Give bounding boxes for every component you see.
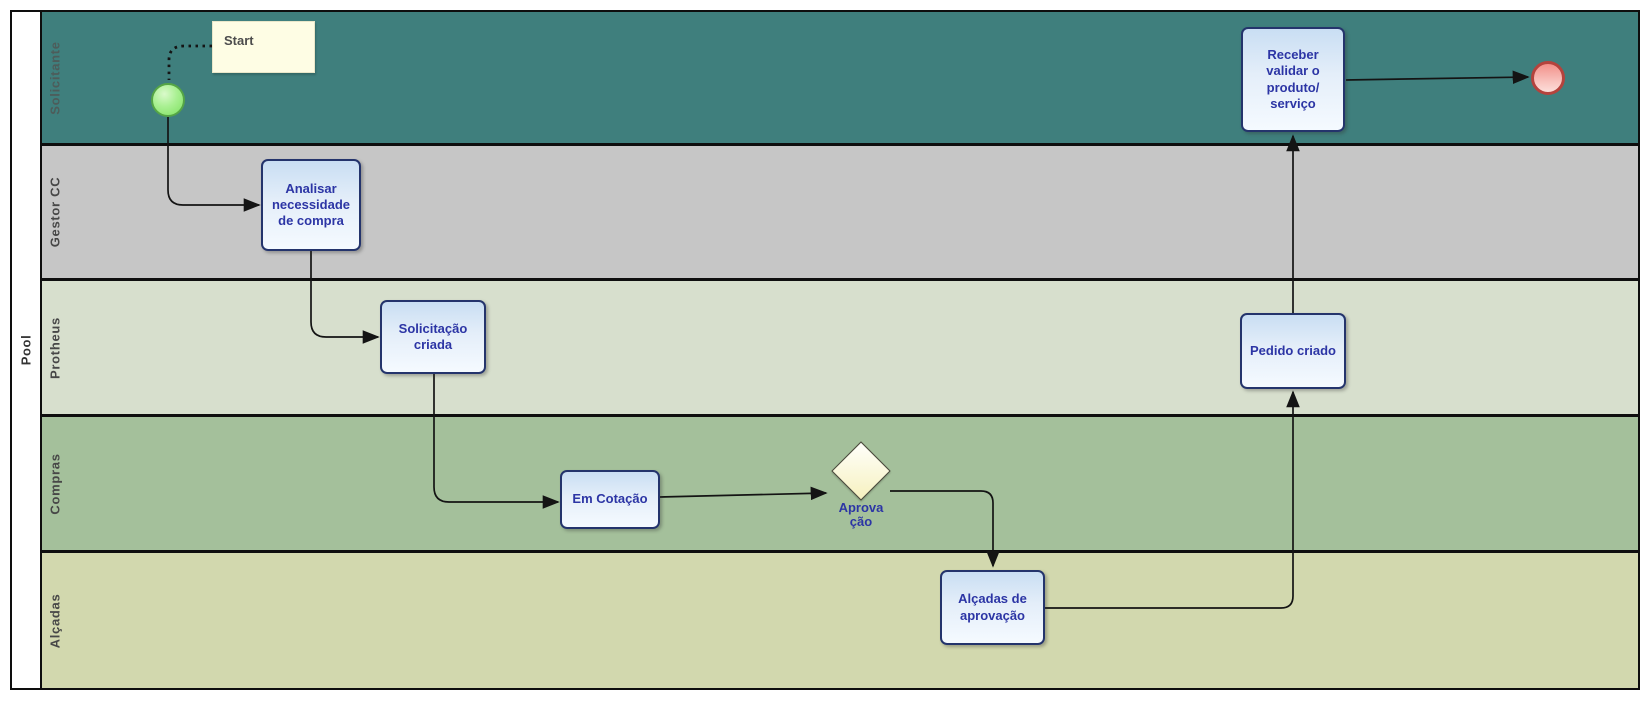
gateway-aprovacao-label-line1: Aprova bbox=[838, 500, 884, 515]
task-pedido-criado-label: Pedido criado bbox=[1250, 342, 1336, 358]
task-alcadas-de-aprovacao-label: Alçadas de aprovação bbox=[958, 591, 1027, 623]
task-em-cotacao[interactable]: Em Cotação bbox=[560, 470, 660, 529]
pool-label-column: Pool bbox=[12, 12, 42, 688]
task-analisar-necessidade[interactable]: Analisar necessidade de compra bbox=[261, 159, 361, 251]
task-receber-validar[interactable]: Receber validar o produto/ serviço bbox=[1241, 27, 1345, 132]
task-analisar-necessidade-label: Analisar necessidade de compra bbox=[271, 180, 351, 229]
lane-compras-label: Compras bbox=[47, 452, 63, 515]
task-receber-validar-label: Receber validar o produto/ serviço bbox=[1266, 47, 1320, 111]
end-event-icon[interactable] bbox=[1531, 61, 1565, 95]
annotation-note-start-text: Start bbox=[224, 33, 254, 48]
lane-alcadas-label: Alçadas bbox=[47, 593, 63, 648]
lane-protheus-label: Protheus bbox=[47, 316, 63, 379]
task-em-cotacao-label: Em Cotação bbox=[572, 491, 648, 507]
gateway-aprovacao-label-line2: ção bbox=[849, 514, 873, 529]
task-solicitacao-criada-label: Solicitação criada bbox=[398, 320, 468, 352]
annotation-note-start[interactable]: Start bbox=[212, 21, 315, 73]
lane-alcadas: Alçadas bbox=[42, 553, 1638, 688]
gateway-aprovacao-label: Aprova ção bbox=[791, 501, 931, 529]
task-solicitacao-criada[interactable]: Solicitação criada bbox=[380, 300, 486, 374]
task-alcadas-de-aprovacao[interactable]: Alçadas de aprovação bbox=[940, 570, 1045, 645]
task-pedido-criado[interactable]: Pedido criado bbox=[1240, 313, 1346, 389]
lane-compras: Compras bbox=[42, 417, 1638, 553]
lane-solicitante-label: Solicitante bbox=[47, 40, 63, 115]
start-event-icon[interactable] bbox=[151, 83, 185, 117]
lane-gestor-cc-label: Gestor CC bbox=[47, 176, 63, 248]
pool-label: Pool bbox=[18, 334, 34, 366]
lanes: Solicitante Gestor CC Protheus Compras A… bbox=[42, 12, 1638, 688]
lane-protheus: Protheus bbox=[42, 281, 1638, 417]
pool: Pool Solicitante Gestor CC Protheus Comp… bbox=[10, 10, 1640, 690]
